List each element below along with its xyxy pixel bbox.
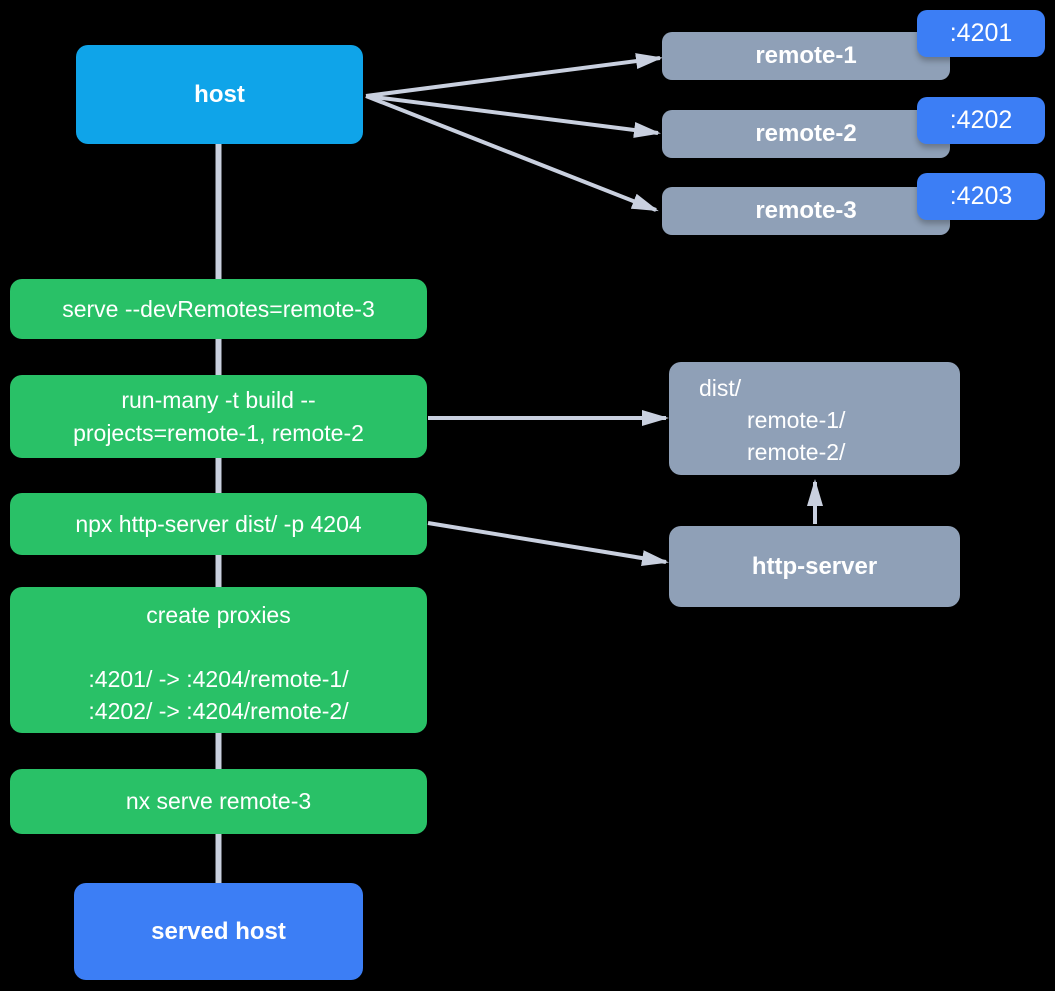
remote-3-label: remote-3 xyxy=(755,197,857,224)
served-host-label: served host xyxy=(151,917,286,945)
remote-2-label: remote-2 xyxy=(755,120,857,147)
remote-2-node: remote-2 xyxy=(662,110,950,158)
remote-1-node: remote-1 xyxy=(662,32,950,80)
step-create-proxies: create proxies :4201/ -> :4204/remote-1/… xyxy=(10,587,427,733)
arrow-npx-to-http-server xyxy=(427,521,669,567)
dist-line-1: dist/ xyxy=(699,375,742,401)
remote-3-node: remote-3 xyxy=(662,187,950,235)
arrow-host-to-remote-3 xyxy=(365,94,659,212)
step-nx-serve-remote-3: nx serve remote-3 xyxy=(10,769,427,834)
http-server-node: http-server xyxy=(669,526,960,607)
host-node: host xyxy=(76,45,363,144)
remote-2-port: :4202 xyxy=(949,106,1013,134)
arrow-host-to-remote-1 xyxy=(365,53,663,98)
step-run-many-line2: projects=remote-1, remote-2 xyxy=(73,419,364,446)
step-serve-label: serve --devRemotes=remote-3 xyxy=(62,295,375,322)
dist-folder-node: dist/ remote-1/ remote-2/ xyxy=(669,362,960,475)
step-run-many-line1: run-many -t build -- xyxy=(121,386,316,413)
proxy-map-2: :4202/ -> :4204/remote-2/ xyxy=(88,698,349,724)
remote-2-port-badge: :4202 xyxy=(917,97,1045,144)
proxies-title: create proxies xyxy=(146,602,291,628)
remote-3-port-badge: :4203 xyxy=(917,173,1045,220)
remote-1-port-badge: :4201 xyxy=(917,10,1045,57)
dist-line-2: remote-1/ xyxy=(747,407,846,433)
http-server-label: http-server xyxy=(751,552,878,580)
step-npx-http-server: npx http-server dist/ -p 4204 xyxy=(10,493,427,555)
step-nx-serve-label: nx serve remote-3 xyxy=(125,788,312,814)
served-host-node: served host xyxy=(74,883,363,980)
proxy-map-1: :4201/ -> :4204/remote-1/ xyxy=(88,666,349,692)
arrow-host-to-remote-2 xyxy=(365,94,661,138)
dist-line-3: remote-2/ xyxy=(747,439,846,465)
remote-1-port: :4201 xyxy=(949,19,1013,47)
host-label: host xyxy=(194,80,245,108)
step-run-many-build: run-many -t build -- projects=remote-1, … xyxy=(10,375,427,458)
step-npx-label: npx http-server dist/ -p 4204 xyxy=(75,510,362,537)
remote-3-port: :4203 xyxy=(949,182,1013,210)
remote-1-label: remote-1 xyxy=(755,42,857,69)
step-serve-dev-remotes: serve --devRemotes=remote-3 xyxy=(10,279,427,339)
